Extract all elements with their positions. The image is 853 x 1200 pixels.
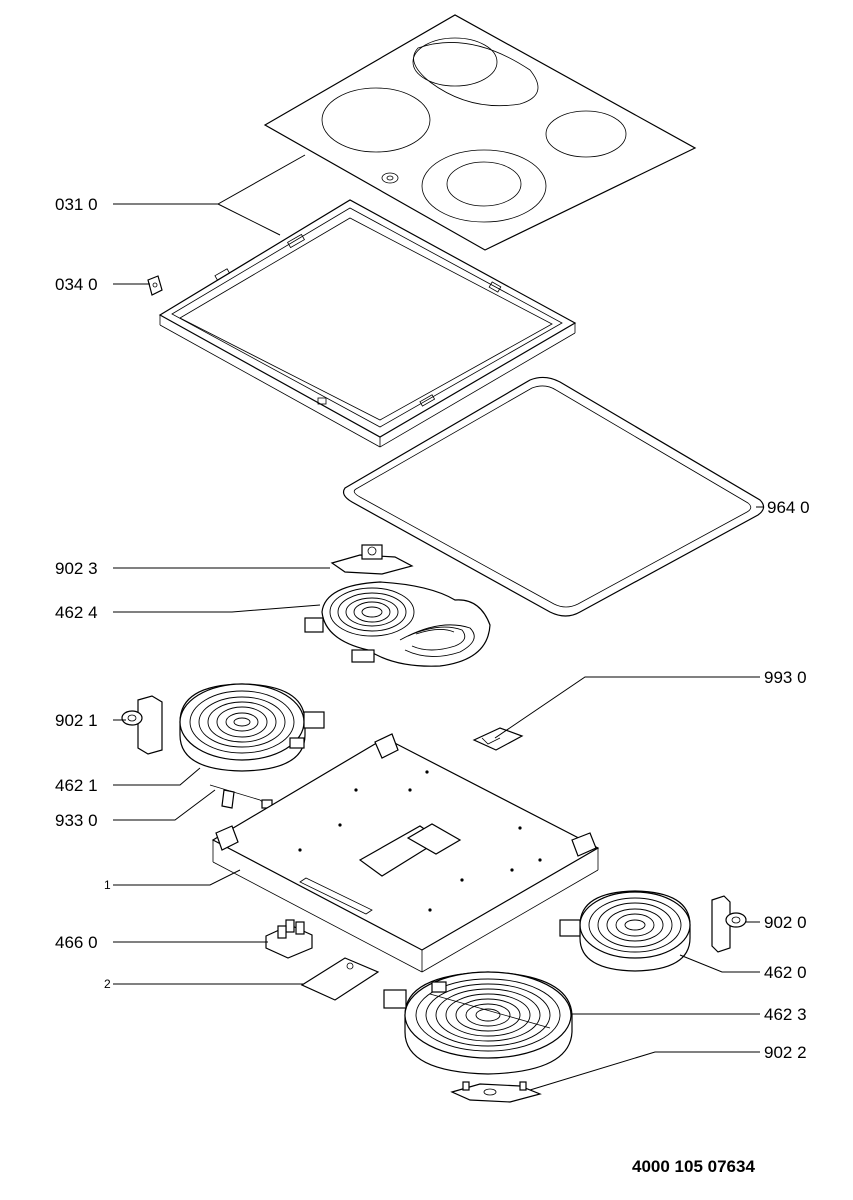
label-964-0: 964 0 xyxy=(767,498,810,517)
bracket-9930 xyxy=(472,727,524,751)
glass-ceramic-top xyxy=(263,14,697,251)
bracket-9023 xyxy=(330,544,414,575)
leader-lines xyxy=(113,154,763,1091)
label-1: 1 xyxy=(104,878,111,892)
label-462-4: 462 4 xyxy=(55,603,98,622)
document-number: 4000 105 07634 xyxy=(632,1157,755,1176)
heating-element-4623 xyxy=(383,971,573,1075)
terminal-block xyxy=(265,919,313,959)
heating-element-4620 xyxy=(559,890,691,972)
label-993-0: 993 0 xyxy=(764,668,807,687)
heating-element-4621 xyxy=(179,683,325,772)
label-462-1: 462 1 xyxy=(55,776,98,795)
label-462-0: 462 0 xyxy=(764,963,807,982)
bracket-9022 xyxy=(450,1081,542,1103)
label-902-1: 902 1 xyxy=(55,711,98,730)
label-031-0: 031 0 xyxy=(55,195,98,214)
bracket-9020 xyxy=(711,895,747,953)
label-034-0: 034 0 xyxy=(55,275,98,294)
label-2: 2 xyxy=(104,977,111,991)
clip-part xyxy=(147,275,163,296)
control-symbol-icon xyxy=(381,172,399,184)
label-902-0: 902 0 xyxy=(764,913,807,932)
bracket-9021 xyxy=(121,695,163,755)
base-tray xyxy=(211,733,600,973)
sensor-9330 xyxy=(209,784,273,809)
label-462-3: 462 3 xyxy=(764,1005,807,1024)
label-466-0: 466 0 xyxy=(55,933,98,952)
hob-frame xyxy=(158,199,577,448)
label-933-0: 933 0 xyxy=(55,811,98,830)
label-902-3: 902 3 xyxy=(55,559,98,578)
cover-plate xyxy=(300,957,380,1001)
seal-gasket xyxy=(342,376,765,617)
heating-element-4624 xyxy=(304,581,491,667)
label-902-2: 902 2 xyxy=(764,1043,807,1062)
